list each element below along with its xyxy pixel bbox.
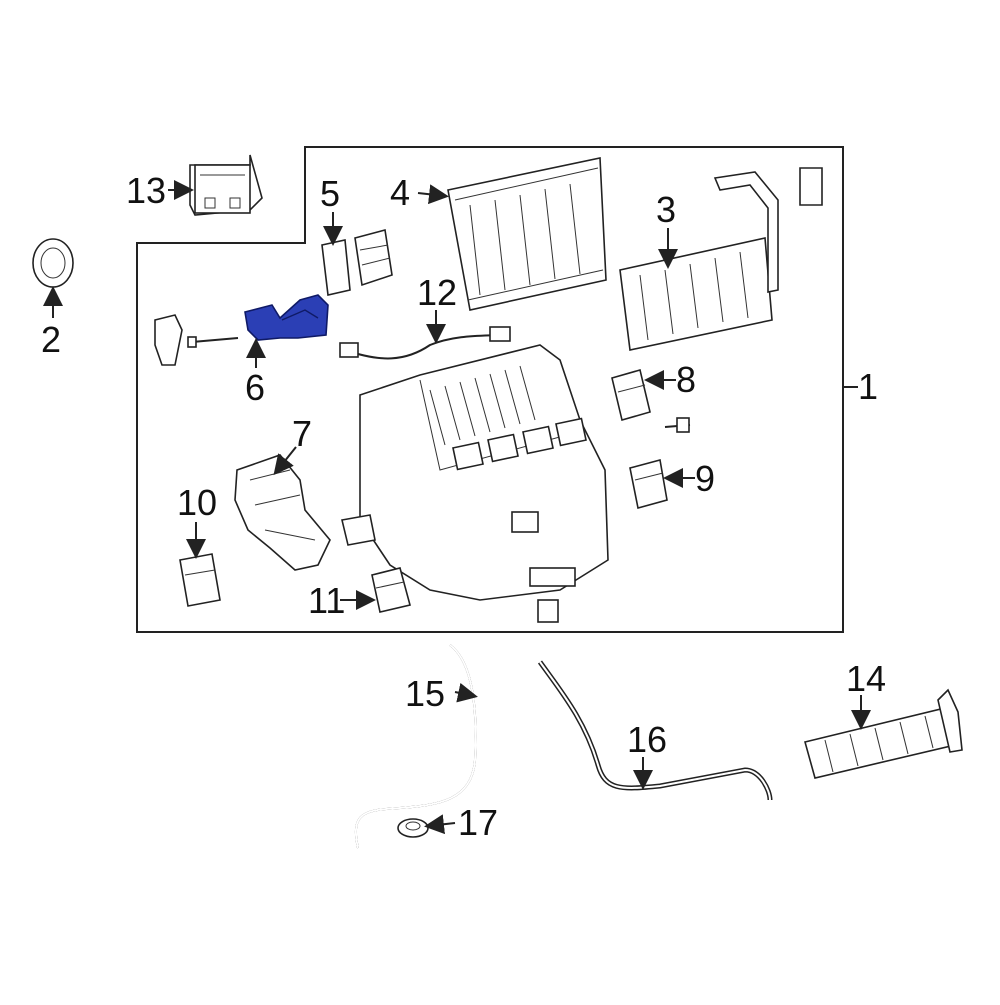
part-14-heater[interactable] [804,688,963,779]
part-3-heater-core[interactable] [619,167,823,351]
part-16-tube[interactable] [537,660,773,801]
callout-4: 4 [390,172,410,213]
part-4-evaporator[interactable] [447,157,607,311]
hvac-housing[interactable] [341,344,609,601]
callout-3: 3 [656,189,676,230]
part-10-resistor[interactable] [179,553,221,607]
callout-5: 5 [320,173,340,214]
part-13-module[interactable] [189,154,263,216]
part-15-tube[interactable] [354,644,477,849]
part-2-seal[interactable] [32,238,74,288]
part-9-actuator[interactable] [629,459,668,509]
callout-8: 8 [676,359,696,400]
part-5-actuator[interactable] [321,228,393,296]
callout-15: 15 [405,673,445,714]
part-8-actuator[interactable] [611,369,691,433]
callout-1: 1 [858,366,878,407]
bracket-left [154,314,239,366]
part-6-highlighted[interactable] [244,294,329,341]
callout-9: 9 [695,458,715,499]
leader-lines [43,180,871,835]
part-11-actuator[interactable] [371,567,411,613]
callout-13: 13 [126,170,166,211]
part-7-blower[interactable] [234,454,331,571]
part-12-harness[interactable] [339,326,511,360]
callout-labels: 1 2 3 4 5 6 7 8 9 10 11 12 13 14 15 16 1… [41,170,886,843]
callout-7: 7 [292,413,312,454]
callout-11: 11 [308,580,345,621]
callout-2: 2 [41,319,61,360]
callout-16: 16 [627,719,667,760]
callout-17: 17 [458,802,498,843]
callout-6: 6 [245,367,265,408]
callout-14: 14 [846,658,886,699]
drain-fitting [537,599,559,623]
callout-12: 12 [417,272,457,313]
callout-10: 10 [177,482,217,523]
part-17-grommet[interactable] [397,818,429,838]
assembly-boundary [136,146,844,633]
